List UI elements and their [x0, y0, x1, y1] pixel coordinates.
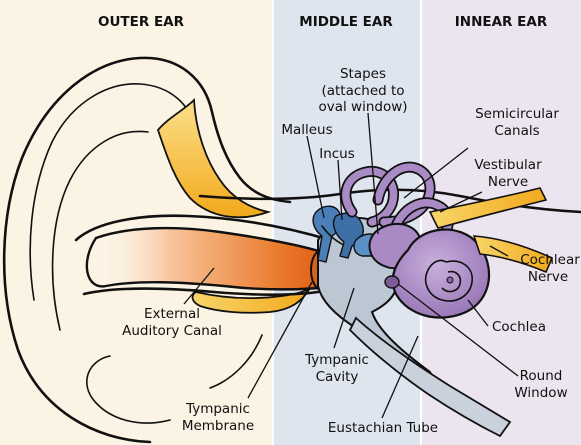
label-vestibular-2: Nerve [488, 174, 528, 190]
label-stapes-1: Stapes [340, 66, 386, 82]
label-malleus: Malleus [281, 122, 332, 138]
label-round-window-2: Window [514, 385, 567, 401]
label-cochlear-nerve-1: Cochlear [520, 252, 580, 268]
label-stapes-2: (attached to [321, 83, 404, 99]
label-cochlear-nerve-2: Nerve [528, 269, 568, 285]
label-incus: Incus [319, 146, 355, 162]
label-stapes-3: oval window) [318, 99, 407, 115]
label-round-window-1: Round [520, 368, 563, 384]
round-window [385, 276, 399, 288]
label-eustachian-tube: Eustachian Tube [328, 420, 438, 436]
label-cochlea: Cochlea [492, 319, 546, 335]
label-membrane-2: Membrane [182, 418, 254, 434]
label-tympanic-cavity-1: Tympanic [304, 352, 369, 368]
label-membrane-1: Tympanic [185, 401, 250, 417]
label-canal-2: Auditory Canal [122, 323, 222, 339]
label-vestibular-1: Vestibular [474, 157, 542, 173]
label-semicircular-1: Semicircular [475, 106, 559, 122]
section-title-middle: MIDDLE EAR [299, 14, 393, 30]
label-canal-1: External [144, 306, 200, 322]
section-title-outer: OUTER EAR [98, 14, 185, 30]
label-tympanic-cavity-2: Cavity [316, 369, 359, 385]
section-title-inner: INNEAR EAR [455, 14, 548, 30]
outer-ear-region [0, 0, 273, 445]
label-semicircular-2: Canals [494, 123, 539, 139]
